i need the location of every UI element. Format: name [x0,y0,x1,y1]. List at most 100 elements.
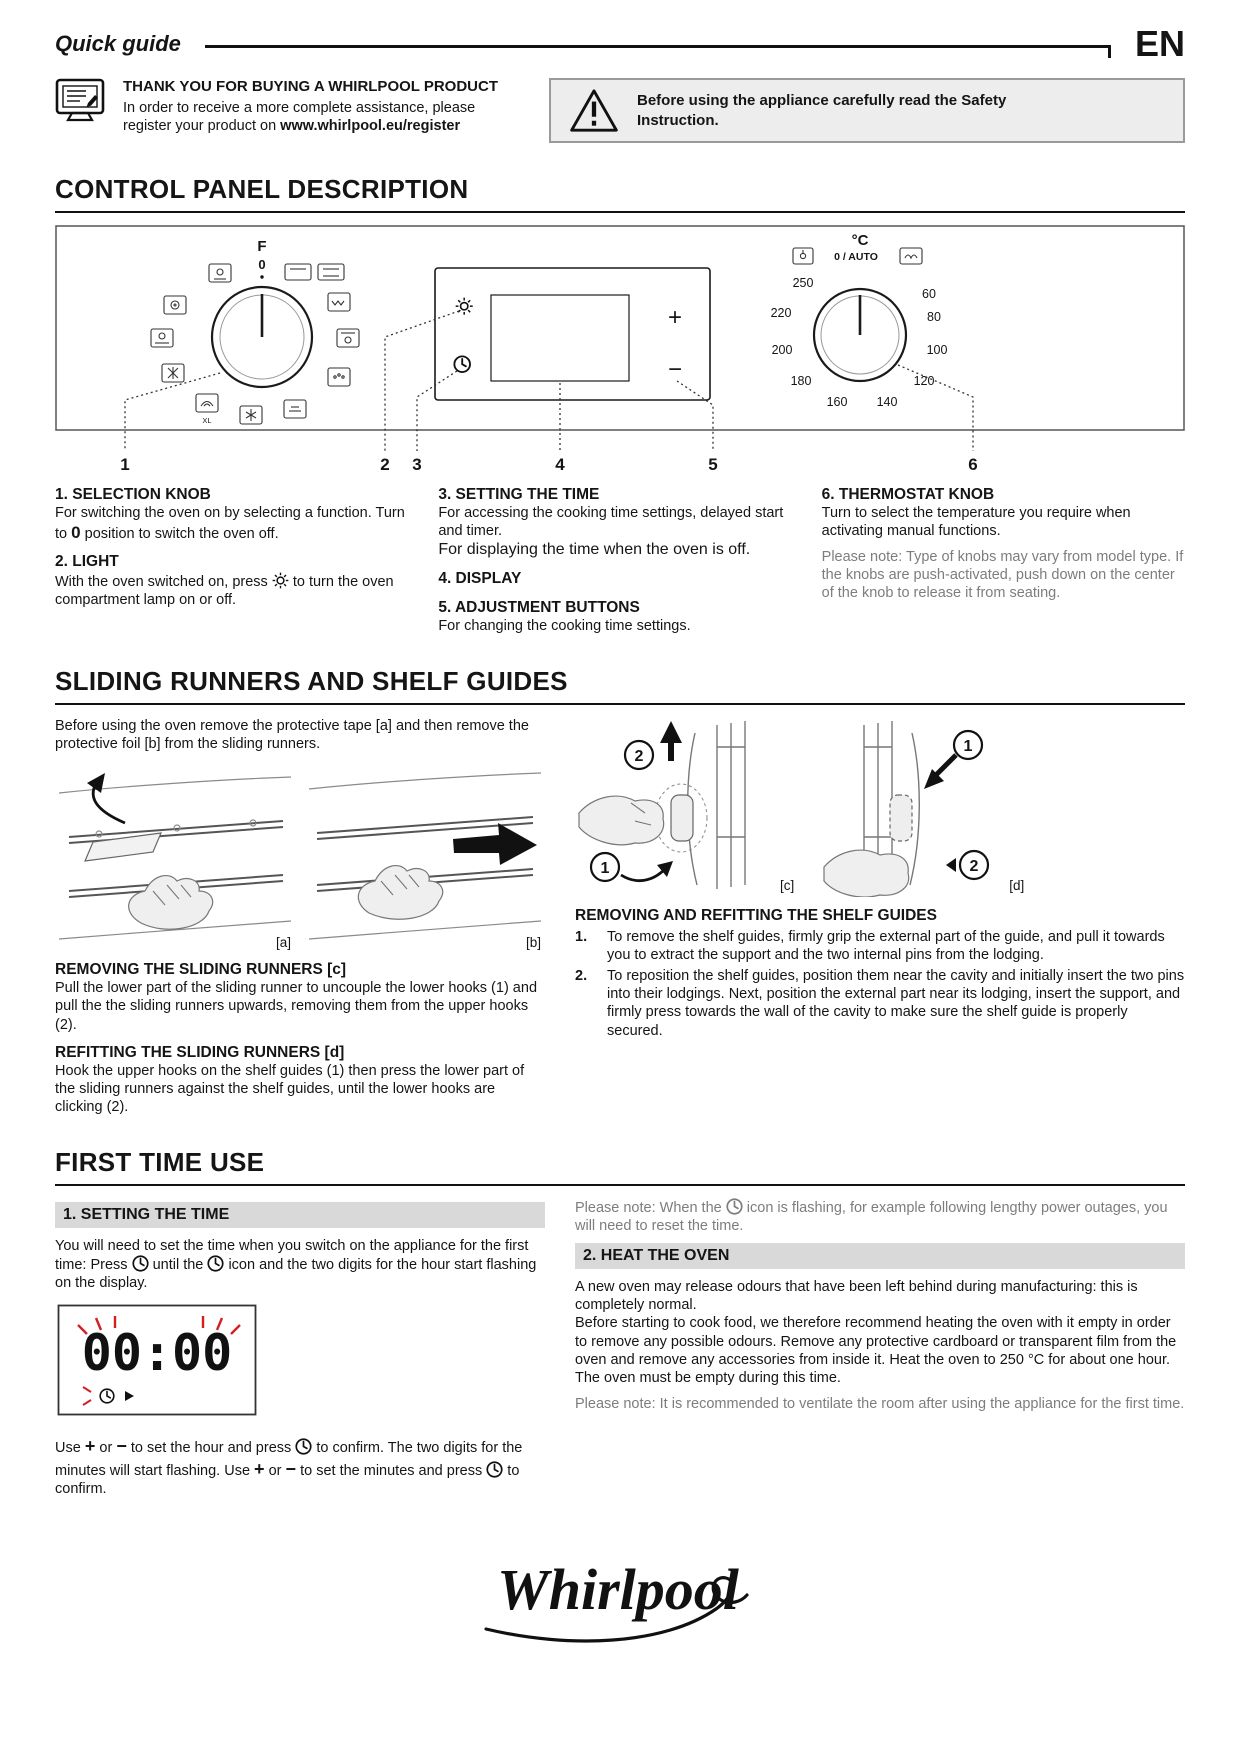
safety-warning-box: Before using the appliance carefully rea… [549,78,1185,143]
callout-3: 3 [412,455,421,473]
panel-col-1: 1. SELECTION KNOB For switching the oven… [55,485,418,636]
first-use-left-col: 1. SETTING THE TIME You will need to set… [55,1198,545,1499]
temp-180: 180 [791,374,812,388]
manual-page: Quick guide EN THANK YOU FOR BUYING A WH… [55,26,1185,1672]
register-url[interactable]: www.whirlpool.eu/register [280,117,461,134]
thermostat-knob[interactable]: °C 0 / AUTO 250 220 200 180 160 140 120 … [771,232,948,409]
function-fan-icon [163,294,187,315]
page-header: Quick guide EN [55,26,1185,62]
figure-d-step2: 2 [970,858,979,875]
whirlpool-logo-text: Whirlpool [497,1557,740,1622]
thanks-title: THANK YOU FOR BUYING A WHIRLPOOL PRODUCT [123,78,498,95]
setting-time-text-b: For displaying the time when the oven is… [438,541,751,559]
section-first-use-title: FIRST TIME USE [55,1147,265,1178]
figure-c-image: 2 1 [578,720,746,889]
temp-220: 220 [771,306,792,320]
footer: Whirlpool [55,1545,1185,1672]
p2-use: Use [55,1440,81,1457]
function-eco-icon [195,392,219,413]
sliding-right-col: 2 1 [c] [575,717,1185,1117]
figure-a-image [58,772,292,940]
figure-a-label: [a] [275,935,291,950]
selection-knob-title: 1. SELECTION KNOB [55,485,211,503]
light-text-a: With the oven switched on, press [55,573,268,590]
function-convection-icon [161,362,185,383]
display-unit: + − [434,266,711,401]
shelf-step-2-num: 2. [575,968,588,985]
callout-2: 2 [380,455,389,473]
p2-end: to confirm. [55,1462,520,1498]
setting-time-p1c: icon and the two digits for the hour sta… [55,1257,537,1292]
selection-knob[interactable]: F 0 [210,238,314,388]
xl-label: XL [202,416,211,425]
function-fan-bottom-icon [150,327,174,348]
register-block: THANK YOU FOR BUYING A WHIRLPOOL PRODUCT… [55,78,523,143]
first-use-note-1: Please note: When the icon is flashing, … [575,1198,1185,1235]
p2-min: to set the minutes and press [300,1462,483,1479]
heat-oven-p2: Before starting to cook food, we therefo… [575,1315,1177,1386]
first-use-content: 1. SETTING THE TIME You will need to set… [55,1198,1185,1499]
minus-glyph-2: − [285,1458,297,1479]
p2-confirm: to confirm. The two digits for the minut… [55,1440,523,1479]
refitting-runners-text: Hook the upper hooks on the shelf guides… [55,1063,525,1116]
note1-a: Please note: When the [575,1199,722,1216]
light-title: 2. LIGHT [55,553,119,571]
plus-button[interactable]: + [668,304,682,331]
minus-button[interactable]: − [668,356,682,383]
whirlpool-logo-swoosh [484,1575,749,1643]
clock-icon [207,1255,224,1272]
section-sliding-title: SLIDING RUNNERS AND SHELF GUIDES [55,666,568,696]
register-text: THANK YOU FOR BUYING A WHIRLPOOL PRODUCT… [123,78,498,143]
minus-glyph: − [116,1436,127,1457]
light-text: With the oven switched on, press to turn… [55,571,418,609]
selection-zero-label: 0 [258,257,265,272]
figure-b-label: [b] [525,935,541,950]
setting-time-p1a: You will need to set the time when you s… [55,1237,529,1273]
section-control-panel-title: CONTROL PANEL DESCRIPTION [55,174,469,204]
warning-text: Before using the appliance carefully rea… [637,91,1006,130]
adjustment-buttons-title: 5. ADJUSTMENT BUTTONS [438,598,640,616]
figure-a: [a] [55,763,295,952]
thermostat-text: Turn to select the temperature you requi… [821,504,1131,539]
p2-or-2: or [268,1462,282,1479]
shelf-step-1: 1. To remove the shelf guides, firmly gr… [575,928,1185,964]
figure-c-label: [c] [780,877,795,893]
thermostat-title: 6. THERMOSTAT KNOB [821,485,995,503]
thermostat-note: Please note: Type of knobs may vary from… [821,549,1184,602]
zero-auto-label: 0 / AUTO [834,251,878,263]
temp-200: 200 [772,343,793,357]
removing-runners-text: Pull the lower part of the sliding runne… [55,980,538,1033]
temp-140: 140 [877,395,898,409]
language-code: EN [1134,23,1185,64]
display-figure: 00:00 [57,1304,257,1416]
selection-knob-text: For switching the oven on by selecting a… [55,504,418,543]
figure-d-image: 1 2 [823,720,990,897]
warning-triangle-icon [570,89,618,132]
figure-c: 2 1 [c] [575,717,794,897]
light-icon [271,571,289,589]
figure-d: 1 2 [d] [804,717,1024,897]
temp-100: 100 [927,343,948,357]
clock-icon [131,1255,149,1272]
callout-numbers: 1 2 3 4 5 6 [120,455,977,473]
register-monitor-icon [55,78,105,122]
thermostat-grill-icon [899,246,923,265]
figure-b-image [308,772,542,940]
callout-6: 6 [968,455,977,473]
temp-60: 60 [922,287,936,301]
p2-or-1: or [99,1440,113,1457]
temp-120: 120 [914,374,935,388]
shelf-step-2: 2. To reposition the shelf guides, posit… [575,967,1185,1040]
thanks-line1: In order to receive a more complete assi… [123,99,476,116]
plus-glyph-2: + [254,1458,265,1479]
function-grill-icon [327,291,351,312]
callout-lines [124,309,974,451]
celsius-label: °C [852,232,869,249]
section-rule-3 [55,1183,1185,1186]
panel-col-3: 6. THERMOSTAT KNOB Turn to select the te… [822,485,1185,636]
clock-icon [726,1198,743,1215]
function-conventional-icon [284,262,312,281]
thermostat-knob-icon [792,246,814,265]
figure-b: [b] [305,763,545,952]
shelf-guides-title: REMOVING AND REFITTING THE SHELF GUIDES [575,906,937,924]
